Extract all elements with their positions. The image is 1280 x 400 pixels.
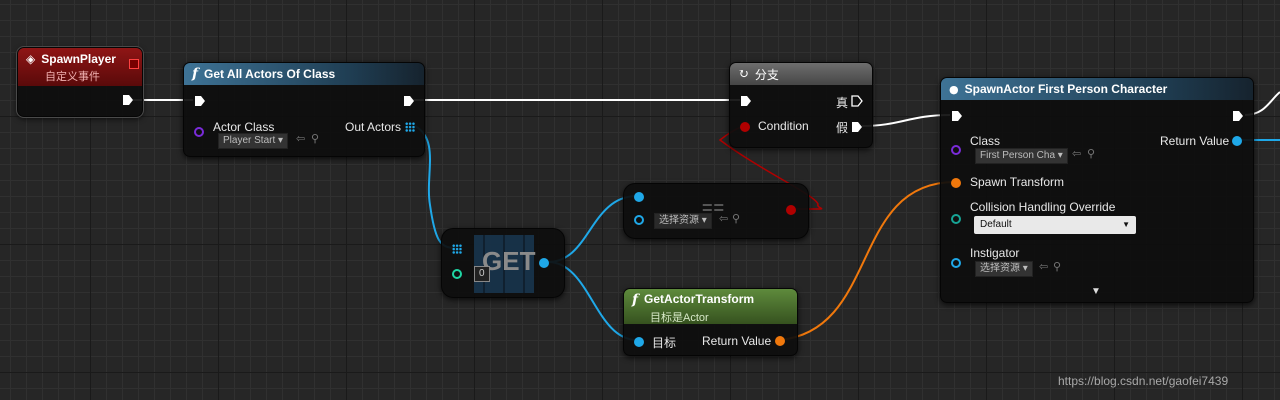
search-icon[interactable]: ⚲ [1087, 148, 1096, 160]
collision-pin[interactable] [951, 214, 961, 224]
class-label: Class [970, 134, 1001, 148]
return-transform-pin[interactable] [775, 336, 785, 346]
collision-dropdown-value: Default [980, 219, 1012, 230]
get-actor-transform-title: GetActorTransform [644, 292, 755, 306]
search-icon[interactable]: ⚲ [1053, 261, 1062, 273]
get-actor-transform-subtitle: 目标是Actor [650, 312, 709, 324]
false-exec-pin[interactable] [851, 121, 863, 133]
input-a-pin[interactable] [634, 192, 644, 202]
get-actor-transform-node[interactable]: f GetActorTransform 目标是Actor 目标 Return V… [623, 288, 798, 356]
expand-arrow-icon[interactable]: ▼ [1091, 286, 1101, 297]
event-node-title: SpawnPlayer [41, 52, 116, 66]
get-array-node[interactable]: GET 0 [441, 228, 565, 298]
event-node-spawn-player[interactable]: ◈ SpawnPlayer 自定义事件 [16, 46, 144, 118]
exec-in-pin[interactable] [194, 95, 206, 107]
function-icon: f [192, 66, 199, 82]
index-pin[interactable] [452, 269, 462, 279]
exec-out-pin[interactable] [403, 95, 415, 107]
spawn-actor-title: SpawnActor First Person Character [964, 82, 1168, 96]
class-select[interactable]: First Person Cha ▾ [975, 148, 1068, 164]
output-pin[interactable] [539, 258, 549, 268]
collision-label: Collision Handling Override [970, 200, 1116, 214]
browse-arrow-icon[interactable]: ⇦ [719, 213, 729, 225]
return-value-pin[interactable] [1232, 136, 1242, 146]
array-grid-icon[interactable] [405, 122, 415, 132]
branch-node[interactable]: ↻ 分支 真 Condition 假 [729, 62, 873, 148]
array-grid-icon[interactable] [452, 244, 462, 254]
exec-out-pin[interactable] [122, 94, 134, 106]
instigator-label: Instigator [970, 246, 1020, 260]
index-field[interactable]: 0 [474, 266, 490, 282]
get-all-actors-header: f Get All Actors Of Class [184, 63, 424, 85]
branch-title: 分支 [754, 67, 779, 82]
instigator-pin[interactable] [951, 258, 961, 268]
get-actor-transform-header: f GetActorTransform 目标是Actor [624, 289, 797, 324]
get-all-actors-node[interactable]: f Get All Actors Of Class Actor Class Pl… [183, 62, 425, 157]
browse-arrow-icon[interactable]: ⇦ [1072, 148, 1082, 160]
spawn-transform-pin[interactable] [951, 178, 961, 188]
browse-arrow-icon[interactable]: ⇦ [1039, 261, 1049, 273]
input-b-pin[interactable] [634, 215, 644, 225]
function-icon: f [632, 292, 639, 308]
exec-out-pin[interactable] [1232, 110, 1244, 122]
spawn-icon: ● [949, 82, 959, 96]
branch-header: ↻ 分支 [730, 63, 872, 85]
search-icon[interactable]: ⚲ [311, 133, 320, 145]
browse-arrow-icon[interactable]: ⇦ [296, 133, 306, 145]
input-b-select[interactable]: 选择资源 ▾ [654, 213, 712, 229]
true-label: 真 [836, 96, 849, 110]
spawn-actor-header: ● SpawnActor First Person Character [941, 78, 1253, 100]
condition-label: Condition [758, 119, 809, 133]
collision-dropdown[interactable]: Default ▼ [974, 216, 1136, 234]
return-value-label: Return Value [1160, 134, 1230, 148]
event-diamond-icon: ◈ [26, 52, 36, 66]
exec-in-pin[interactable] [951, 110, 963, 122]
get-grid-background [474, 235, 534, 293]
true-exec-pin[interactable] [851, 95, 863, 107]
get-all-actors-title: Get All Actors Of Class [204, 67, 336, 81]
get-title: GET [482, 246, 536, 276]
event-node-subtitle: 自定义事件 [45, 71, 100, 83]
return-value-label: Return Value [702, 334, 772, 348]
target-label: 目标 [652, 336, 677, 350]
watermark: https://blog.csdn.net/gaofei7439 [1058, 374, 1229, 388]
branch-icon: ↻ [738, 66, 749, 82]
bool-out-pin[interactable] [786, 205, 796, 215]
actor-class-pin[interactable] [194, 127, 204, 137]
false-label: 假 [836, 121, 849, 135]
exec-wire[interactable] [861, 114, 951, 127]
chevron-down-icon: ▼ [1122, 220, 1130, 229]
actor-class-select[interactable]: Player Start ▾ [218, 133, 289, 149]
equal-symbol: == [702, 198, 726, 218]
search-icon[interactable]: ⚲ [732, 213, 741, 225]
equal-node[interactable]: 选择资源 ▾ ⇦ ⚲ == [623, 183, 809, 239]
target-pin[interactable] [634, 337, 644, 347]
event-node-header: ◈ SpawnPlayer 自定义事件 [18, 48, 142, 86]
actor-class-label: Actor Class [213, 120, 275, 134]
spawn-actor-node[interactable]: ● SpawnActor First Person Character Clas… [940, 77, 1254, 303]
class-pin[interactable] [951, 145, 961, 155]
out-actors-label: Out Actors [345, 120, 402, 134]
instigator-select[interactable]: 选择资源 ▾ [975, 261, 1033, 277]
condition-pin[interactable] [740, 122, 750, 132]
spawn-transform-label: Spawn Transform [970, 175, 1065, 189]
delegate-pin[interactable] [129, 59, 139, 69]
exec-in-pin[interactable] [740, 95, 752, 107]
transform-wire[interactable] [779, 181, 956, 341]
